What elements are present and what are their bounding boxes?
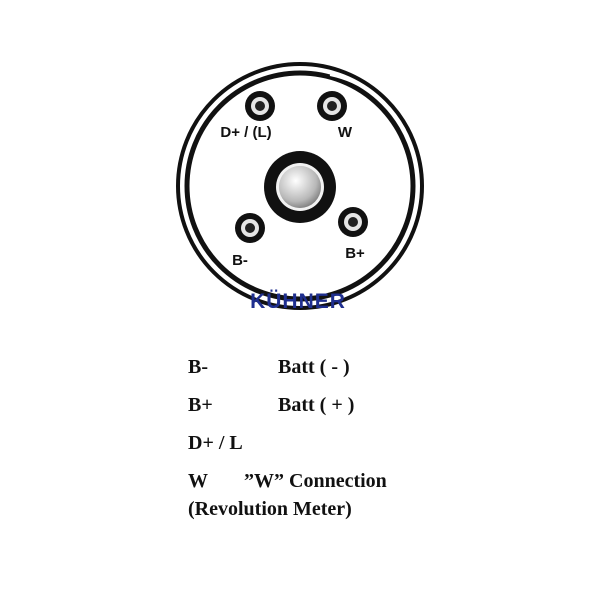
legend-row-d-plus-l: D+ / L [188,432,352,470]
terminal-label-b-minus: B- [232,252,248,269]
terminal-label-d-plus-l: D+ / (L) [220,124,271,141]
terminal-b-minus [235,213,265,243]
terminal-label-b-plus: B+ [345,245,365,262]
legend-row-w: W ”W” Connection [188,470,387,498]
brand-logo-text: KÜHNER [250,290,346,313]
housing-inner-ring [184,70,416,302]
legend-row-b-minus: B- Batt ( - ) [188,356,352,394]
housing-highlight [329,74,406,131]
legend-description: ”W” Connection [244,470,387,492]
legend-description: Batt ( - ) [278,356,350,378]
terminal-b-plus [338,207,368,237]
legend-description: Batt ( + ) [278,394,355,416]
terminal-legend: B- Batt ( - ) B+ Batt ( + ) D+ / L W ”W”… [188,356,387,528]
housing-outer-ring [176,62,424,310]
center-stud [264,151,336,223]
legend-note: (Revolution Meter) [188,498,352,520]
legend-key: B+ [188,394,213,416]
legend-key: D+ / L [188,432,243,454]
terminal-label-w: W [338,124,353,141]
legend-row-b-plus: B+ Batt ( + ) [188,394,355,432]
legend-key: B- [188,356,208,378]
terminal-d-plus-l [245,91,275,121]
legend-key: W [188,470,208,492]
terminal-w [317,91,347,121]
